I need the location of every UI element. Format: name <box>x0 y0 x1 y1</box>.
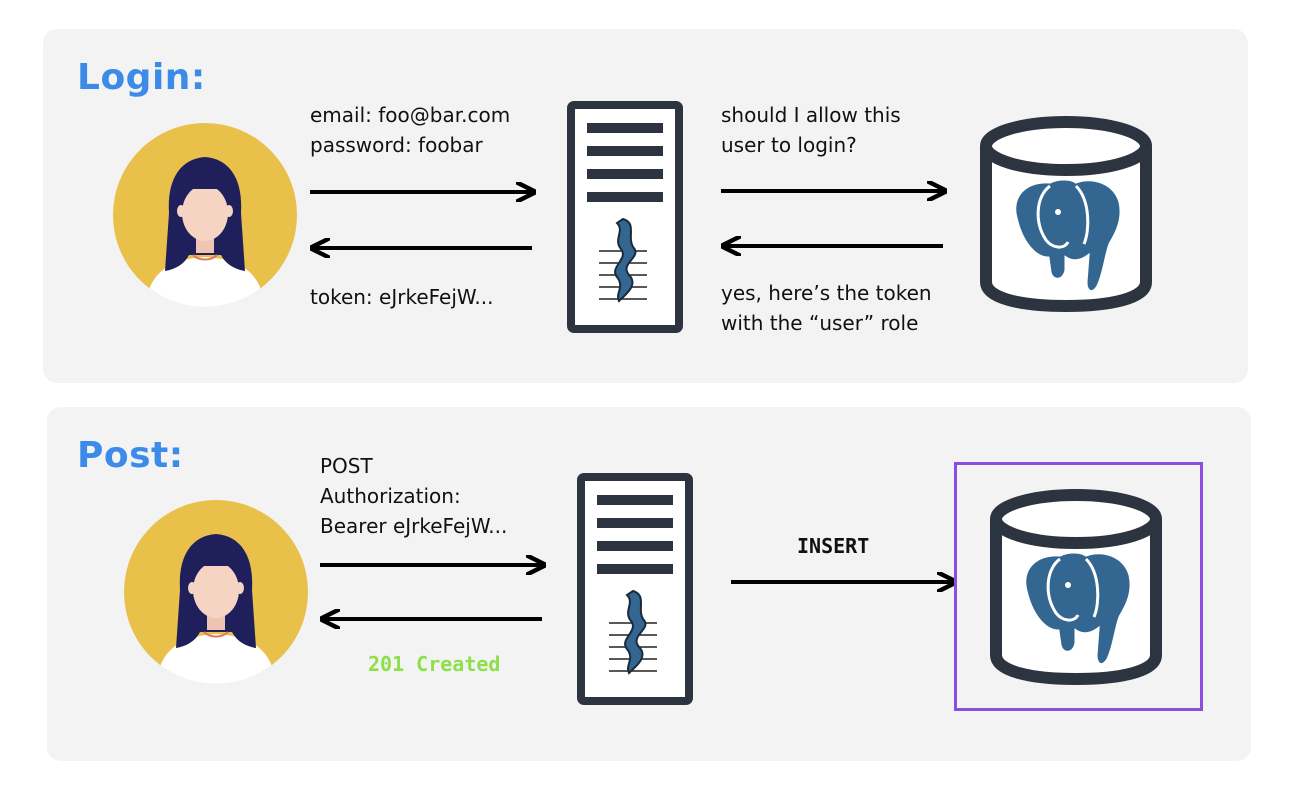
login-heading: Login: <box>77 57 206 98</box>
post-request-arrow <box>320 553 550 577</box>
server-icon <box>577 473 693 705</box>
created-status-label: 201 Created <box>368 652 501 676</box>
db-answer-line-1: yes, here’s the token <box>721 281 932 305</box>
postgres-database-icon <box>978 108 1154 320</box>
db-question-line-2: user to login? <box>721 133 857 157</box>
user-avatar-icon <box>124 500 308 684</box>
db-answer-line-2: with the “user” role <box>721 311 919 335</box>
server-icon <box>567 101 683 333</box>
login-request-arrow <box>310 180 540 204</box>
post-auth-label: Authorization: <box>320 484 461 508</box>
db-question-line-1: should I allow this <box>721 103 901 127</box>
db-reply-arrow <box>721 234 943 258</box>
insert-command-label: INSERT <box>797 534 870 558</box>
database-highlight-box <box>954 462 1203 711</box>
insert-arrow <box>731 570 961 594</box>
login-token-label: token: eJrkeFejW... <box>310 285 494 309</box>
login-email-label: email: foo@bar.com <box>310 103 511 127</box>
post-response-arrow <box>320 607 542 631</box>
postgres-database-icon <box>988 482 1164 692</box>
post-method-label: POST <box>320 454 373 478</box>
post-bearer-label: Bearer eJrkeFejW... <box>320 514 508 538</box>
post-heading: Post: <box>77 435 184 476</box>
user-avatar-icon <box>113 123 297 307</box>
db-query-arrow <box>721 179 951 203</box>
login-response-arrow <box>310 236 532 260</box>
login-password-label: password: foobar <box>310 133 483 157</box>
